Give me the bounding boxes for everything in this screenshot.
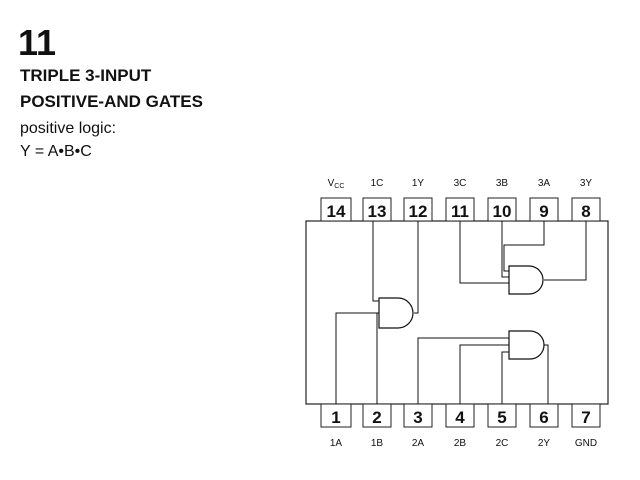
logic-caption: positive logic: [20, 120, 117, 137]
pin-label-1y: 1Y [412, 178, 425, 189]
pin-number-5: 5 [497, 408, 506, 427]
pin-label-2y: 2Y [538, 438, 551, 449]
and-gate-1 [378, 297, 414, 329]
pin-label-3a: 3A [538, 178, 551, 189]
pin-label-1c: 1C [371, 178, 384, 189]
pin-number-7: 7 [581, 408, 590, 427]
pin-label-2b: 2B [454, 438, 467, 449]
pin-number-13: 13 [368, 202, 387, 221]
pin-14 [320, 197, 352, 222]
pin-label-3b: 3B [496, 178, 509, 189]
and-gate-3 [508, 265, 544, 295]
pin-label-1b: 1B [371, 438, 384, 449]
pin-number-1: 1 [331, 408, 340, 427]
pin-number-14: 14 [327, 202, 346, 221]
pin-number-3: 3 [413, 408, 422, 427]
logic-equation: Y = A•B•C [20, 143, 92, 160]
pin-number-8: 8 [581, 202, 590, 221]
gate-3-wiring [459, 221, 587, 284]
pin-label-vcc: VCC [328, 178, 345, 190]
pin-13 [362, 197, 392, 222]
pin-label-2c: 2C [496, 438, 509, 449]
pin-label-3c: 3C [454, 178, 467, 189]
pin-label-2a: 2A [412, 438, 425, 449]
title-line-2: POSITIVE-AND GATES [20, 92, 203, 111]
gate-1-wiring [335, 221, 419, 404]
pin-label-3y: 3Y [580, 178, 593, 189]
pin-number-10: 10 [493, 202, 512, 221]
gate-2-wiring [417, 337, 549, 404]
and-gate-2 [508, 330, 545, 360]
title-line-1: TRIPLE 3-INPUT [20, 66, 152, 85]
bottom-pin-row [320, 403, 601, 428]
pin-label-1a: 1A [330, 438, 343, 449]
pin-number-9: 9 [539, 202, 548, 221]
pin-6 [529, 403, 559, 428]
pin-number-2: 2 [372, 408, 381, 427]
pin-number-4: 4 [455, 408, 465, 427]
pin-number-12: 12 [409, 202, 428, 221]
device-number: 11 [18, 22, 57, 63]
pin-number-6: 6 [539, 408, 548, 427]
pin-label-gnd: GND [575, 438, 597, 449]
pin-7 [571, 403, 601, 428]
pin-number-11: 11 [451, 202, 469, 221]
